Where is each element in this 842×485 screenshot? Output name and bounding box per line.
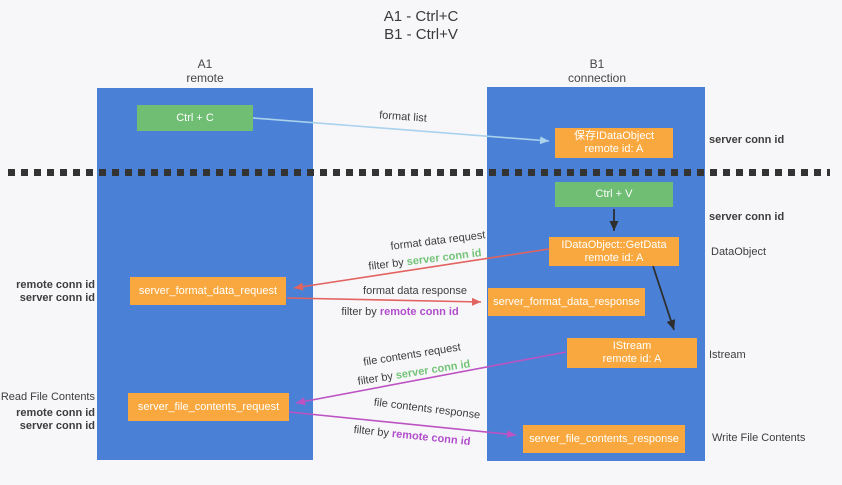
edge-label-format-data-response: format data response <box>363 285 467 297</box>
side-label-remote-conn-id-left2: remote conn id <box>16 407 95 419</box>
arrow-format-list <box>252 117 550 145</box>
node-format-request-label: server_format_data_request <box>138 284 278 297</box>
node-server-format-data-response: server_format_data_response <box>488 288 645 316</box>
node-getdata-line2: remote id: A <box>584 251 644 264</box>
node-istream: IStream remote id: A <box>567 338 697 368</box>
diagram-title: A1 - Ctrl+C B1 - Ctrl+V <box>384 8 459 44</box>
arrow-format-data-response <box>286 297 482 306</box>
lane-b1-name: B1 <box>589 57 605 71</box>
node-server-file-contents-response: server_file_contents_response <box>523 425 685 453</box>
node-file-response-label: server_file_contents_response <box>529 432 679 445</box>
lane-a1-subtitle: remote <box>186 71 224 85</box>
side-label-read-file-contents: Read File Contents <box>0 391 95 403</box>
node-istream-line2: remote id: A <box>602 353 662 365</box>
arrow-file-contents-request <box>295 351 567 406</box>
node-ctrl-c: Ctrl + C <box>137 105 253 131</box>
arrow-getdata-to-istream <box>652 265 676 331</box>
node-ctrl-v: Ctrl + V <box>555 182 673 207</box>
title-line-a1: A1 - Ctrl+C <box>383 8 459 25</box>
lane-header-b1: B1 connection <box>568 57 626 85</box>
node-server-format-data-request: server_format_data_request <box>130 277 286 305</box>
side-label-remote-conn-id-left1: remote conn id <box>16 279 95 291</box>
side-label-server-conn-id-mid: server conn id <box>709 211 785 223</box>
node-save-idataobject: 保存IDataObject remote id: A <box>555 128 673 158</box>
node-getdata-line1: IDataObject::GetData <box>561 238 667 251</box>
node-istream-line1: IStream <box>612 340 652 352</box>
lane-b1-subtitle: connection <box>567 71 627 85</box>
arrow-file-contents-response <box>288 411 517 439</box>
side-label-server-conn-id-left2: server conn id <box>19 420 95 432</box>
filter-by-text: filter by <box>341 306 380 318</box>
node-ctrl-v-label: Ctrl + V <box>595 188 633 200</box>
side-label-server-conn-id-top: server conn id <box>709 134 785 146</box>
lane-header-a1: A1 remote <box>186 57 223 85</box>
remote-conn-id-text: remote conn id <box>379 306 459 318</box>
node-ctrl-c-label: Ctrl + C <box>176 111 214 124</box>
lane-a1-name: A1 <box>197 57 213 71</box>
side-label-istream: Istream <box>709 349 746 361</box>
side-label-write-file-contents: Write File Contents <box>712 432 806 444</box>
title-line-b1: B1 - Ctrl+V <box>384 26 458 43</box>
node-save-idataobject-line1: 保存IDataObject <box>573 130 655 142</box>
arrow-format-data-request <box>293 248 550 291</box>
dotted-divider-line <box>8 169 830 176</box>
node-save-idataobject-line2: remote id: A <box>584 143 644 155</box>
node-idataobject-getdata: IDataObject::GetData remote id: A <box>549 237 679 266</box>
side-label-dataobject: DataObject <box>711 246 767 258</box>
edge-label-filter-remote-1: filter by remote conn id <box>341 306 458 318</box>
side-label-server-conn-id-left1: server conn id <box>19 292 95 304</box>
node-file-request-label: server_file_contents_request <box>137 400 280 413</box>
node-server-file-contents-request: server_file_contents_request <box>128 393 289 421</box>
node-format-response-label: server_format_data_response <box>493 295 640 308</box>
